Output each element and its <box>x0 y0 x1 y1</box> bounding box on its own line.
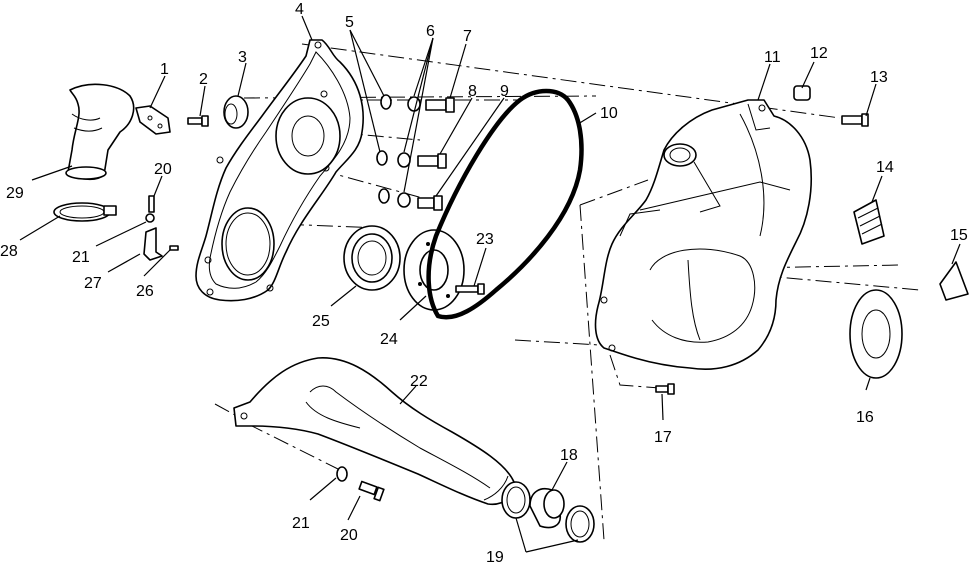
callout-12: 12 <box>810 45 828 62</box>
callout-26: 26 <box>136 283 154 300</box>
callout-22: 22 <box>410 373 428 390</box>
decal <box>853 199 885 245</box>
retaining-plate <box>403 229 465 311</box>
duct-fastener <box>336 466 385 502</box>
callout-3: 3 <box>238 49 247 66</box>
duct-coupler <box>529 488 565 529</box>
callout-27: 27 <box>84 275 102 292</box>
callout-21-bottom: 21 <box>292 515 310 532</box>
callout-29: 29 <box>6 185 24 202</box>
callout-1: 1 <box>160 61 169 78</box>
callout-20-bottom: 20 <box>340 527 358 544</box>
callout-17: 17 <box>654 429 672 446</box>
plate-screw <box>455 283 485 295</box>
callout-28: 28 <box>0 243 18 260</box>
callout-9: 9 <box>500 83 509 100</box>
cable-bracket <box>143 195 179 261</box>
mounting-bracket <box>135 105 171 135</box>
outer-cover <box>594 99 813 370</box>
cover-screw <box>841 113 869 127</box>
callout-7: 7 <box>463 28 472 45</box>
gasket <box>849 289 903 379</box>
callout-19: 19 <box>486 549 504 565</box>
bracket-screw <box>187 115 209 127</box>
fastener-set <box>376 94 455 211</box>
callout-4: 4 <box>295 1 304 18</box>
bushing <box>223 95 249 129</box>
callout-6: 6 <box>426 23 435 40</box>
callout-16: 16 <box>856 409 874 426</box>
callout-25: 25 <box>312 313 330 330</box>
inner-cover <box>195 39 364 302</box>
seal <box>343 225 401 291</box>
callout-18: 18 <box>560 447 578 464</box>
callout-10: 10 <box>600 105 618 122</box>
callout-11: 11 <box>764 49 781 66</box>
drive-belt <box>426 88 584 320</box>
callout-21-top: 21 <box>72 249 90 266</box>
leader-lines <box>19 15 961 553</box>
callout-15: 15 <box>950 227 968 244</box>
callout-23: 23 <box>476 231 494 248</box>
callout-20-top: 20 <box>154 161 172 178</box>
callout-8: 8 <box>468 83 477 100</box>
air-duct <box>233 357 515 506</box>
hose-clamp <box>53 202 117 222</box>
warning-decal <box>939 261 969 301</box>
bottom-screw <box>655 383 675 395</box>
callout-14: 14 <box>876 159 894 176</box>
callout-2: 2 <box>199 71 208 88</box>
callout-24: 24 <box>380 331 398 348</box>
cover-clip <box>793 85 811 101</box>
callout-5: 5 <box>345 14 354 31</box>
callout-13: 13 <box>870 69 888 86</box>
intake-boot <box>65 83 135 181</box>
